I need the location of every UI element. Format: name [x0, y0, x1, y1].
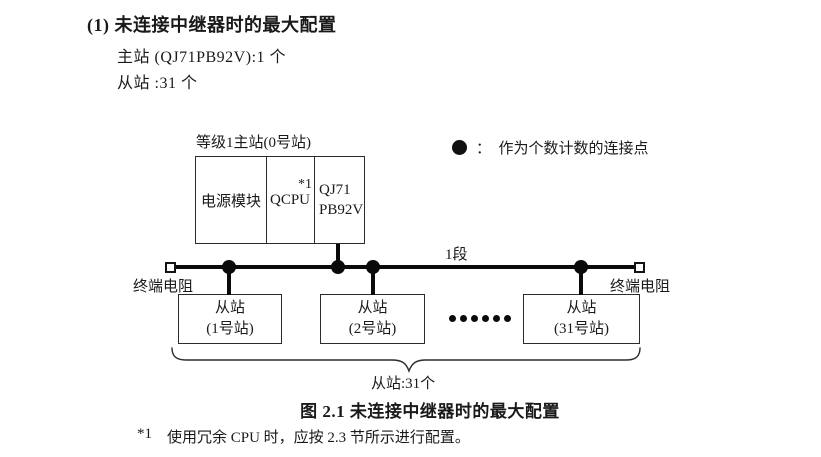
slave-station-31-box: 从站 (31号站) [523, 294, 640, 344]
slave31-line1: 从站 [566, 300, 597, 316]
footnote-text: 使用冗余 CPU 时，应按 2.3 节所示进行配置。 [167, 430, 470, 446]
slave2-drop-line [371, 268, 375, 295]
terminating-resistor-left-icon [165, 262, 176, 273]
qj71pb92v-cell: QJ71 PB92V [315, 157, 364, 243]
slave1-line2: (1号站) [206, 321, 254, 337]
qj71pb92v-line2: PB92V [319, 202, 364, 218]
master-count-line: 主站 (QJ71PB92V):1 个 [117, 49, 287, 66]
qcpu-footnote-ref: *1 [298, 177, 312, 192]
slave1-line1: 从站 [214, 300, 245, 316]
qcpu-label: QCPU [270, 191, 311, 208]
slave1-drop-line [227, 268, 231, 295]
footnote: *1 使用冗余 CPU 时，应按 2.3 节所示进行配置。 [137, 426, 470, 447]
slave-station-2-box: 从站 (2号站) [320, 294, 425, 344]
terminating-resistor-right-label: 终端电阻 [610, 279, 671, 295]
slave2-line2: (2号站) [348, 321, 397, 337]
brace-label: 从站:31个 [371, 376, 436, 392]
connection-dot-2 [366, 260, 380, 274]
legend-text: ： 作为个数计数的连接点 [476, 141, 649, 157]
qcpu-cell: *1 QCPU [267, 157, 315, 243]
connection-point-dot-icon [452, 140, 467, 155]
slave31-line2: (31号站) [554, 321, 609, 337]
legend: ： 作为个数计数的连接点 [452, 137, 649, 158]
master-station-label: 等级1主站(0号站) [196, 135, 311, 151]
terminating-resistor-right-icon [634, 262, 645, 273]
master-station-box: 电源模块 *1 QCPU QJ71 PB92V [195, 156, 365, 244]
ellipsis-dots [449, 315, 511, 322]
slave2-line1: 从站 [357, 300, 388, 316]
figure-caption: 图 2.1 未连接中继器时的最大配置 [300, 402, 560, 421]
slave-count-line: 从站 :31 个 [117, 75, 198, 92]
slaves-count-brace [170, 346, 642, 374]
segment-label: 1段 [445, 247, 468, 263]
footnote-marker: *1 [137, 426, 152, 442]
section-heading: (1) 未连接中继器时的最大配置 [87, 15, 337, 35]
connection-dot-master [331, 260, 345, 274]
power-module-cell: 电源模块 [196, 157, 267, 243]
master-drop-line [336, 244, 340, 268]
connection-dot-1 [222, 260, 236, 274]
qj71pb92v-line1: QJ71 [319, 182, 351, 198]
slave-station-1-box: 从站 (1号站) [178, 294, 282, 344]
slave3-drop-line [579, 268, 583, 295]
connection-dot-3 [574, 260, 588, 274]
bus-line [170, 265, 640, 269]
terminating-resistor-left-label: 终端电阻 [133, 279, 194, 295]
